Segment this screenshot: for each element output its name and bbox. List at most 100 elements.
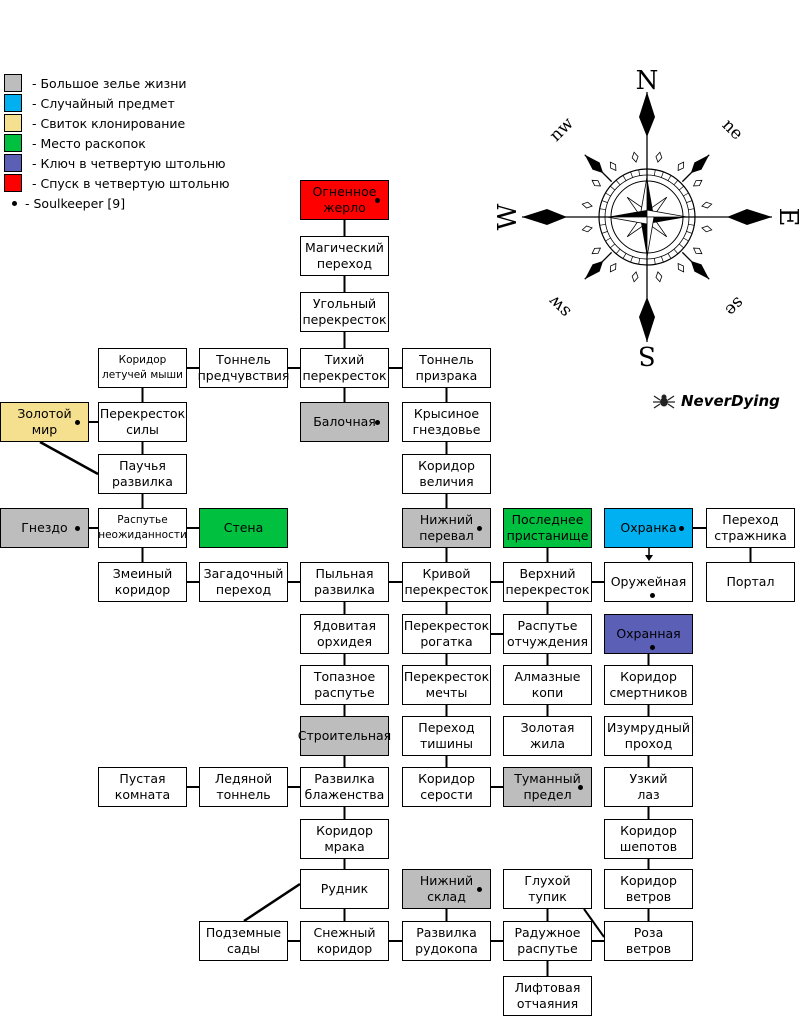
room-topaznoe: Топазное распутье: [300, 665, 389, 705]
soulkeeper-marker-icon: [375, 420, 380, 425]
room-zolotaya: Золотая жила: [503, 716, 592, 756]
room-liftovaya: Лифтовая отчаяния: [503, 976, 592, 1016]
room-label: Пыльная развилка: [314, 566, 375, 597]
room-blazhenstva: Развилка блаженства: [300, 767, 389, 807]
room-koridor-mysh: Коридор летучей мыши: [98, 348, 187, 388]
compass-se: se: [721, 293, 748, 320]
room-label: Загадочный переход: [203, 566, 284, 597]
soulkeeper-marker-icon: [375, 198, 380, 203]
room-label: Тихий перекресток: [302, 352, 387, 383]
room-label: Стена: [223, 520, 264, 535]
room-label: Ядовитая орхидея: [313, 618, 376, 649]
soulkeeper-marker-icon: [477, 526, 482, 531]
room-oruzheynaya: Оружейная: [604, 562, 693, 602]
room-label: Переход стражника: [714, 512, 787, 543]
room-label: Нижний склад: [419, 873, 474, 904]
room-tonnel-priz: Тоннель призрака: [402, 348, 491, 388]
legend-item: - Ключ в четвертую штольню: [4, 153, 226, 173]
room-label: Ледяной тоннель: [214, 771, 273, 802]
room-label: Коридор величия: [418, 458, 475, 489]
soulkeeper-marker-icon: [75, 420, 80, 425]
soulkeeper-marker-icon: [650, 645, 655, 650]
room-otchuzhd: Распутье отчуждения: [503, 614, 592, 654]
legend-item: - Место раскопок: [4, 133, 146, 153]
room-label: Роза ветров: [625, 925, 672, 956]
legend-swatch: [4, 114, 22, 132]
legend-swatch: [4, 94, 22, 112]
compass-e: E: [773, 208, 802, 227]
room-tumanny: Туманный предел: [503, 767, 592, 807]
room-label: Подземные сады: [205, 925, 282, 956]
compass-w: W: [493, 203, 523, 230]
room-label: Развилка блаженства: [304, 771, 385, 802]
room-rudokopa: Развилка рудокопа: [402, 921, 491, 961]
room-label: Золотая жила: [520, 720, 575, 751]
soulkeeper-marker-icon: [679, 526, 684, 531]
room-pylnaya: Пыльная развилка: [300, 562, 389, 602]
room-snezhny: Снежный коридор: [300, 921, 389, 961]
legend-label: - Случайный предмет: [32, 95, 175, 111]
room-ognennoe: Огненное жерло: [300, 180, 389, 220]
room-label: Коридор смертников: [609, 669, 688, 700]
legend-item-marker: - Soulkeeper [9]: [2, 193, 125, 213]
room-label: Коридор ветров: [620, 873, 677, 904]
legend-label: - Большое зелье жизни: [32, 75, 187, 91]
brand-name: NeverDying: [681, 392, 780, 410]
legend-label: - Свиток клонирование: [32, 115, 186, 131]
room-label: Охранная: [616, 626, 681, 641]
room-poslednee: Последнее пристанище: [503, 508, 592, 548]
compass-s: S: [638, 340, 656, 370]
legend-item: - Случайный предмет: [4, 93, 175, 113]
room-label: Нижний перевал: [419, 512, 474, 543]
room-label: Гнездо: [21, 520, 68, 535]
room-label: Перекресток рогатка: [403, 618, 490, 649]
room-balochnaya: Балочная: [300, 402, 389, 442]
room-label: Огненное жерло: [312, 184, 377, 215]
room-krysinoe: Крысиное гнездовье: [402, 402, 491, 442]
room-gluhoy: Глухой тупик: [503, 869, 592, 909]
room-ugolny: Угольный перекресток: [300, 292, 389, 332]
room-ledyanoy: Ледяной тоннель: [199, 767, 288, 807]
room-label: Распутье неожиданности: [98, 514, 187, 541]
room-koridor-vel: Коридор величия: [402, 454, 491, 494]
room-label: Балочная: [313, 414, 376, 429]
room-roza: Роза ветров: [604, 921, 693, 961]
soulkeeper-marker-icon: [650, 593, 655, 598]
room-nizhniy-sklad: Нижний склад: [402, 869, 491, 909]
room-label: Изумрудный проход: [607, 720, 690, 751]
room-perehod-str: Переход стражника: [706, 508, 795, 548]
legend-item: - Спуск в четвертую штольню: [4, 173, 229, 193]
room-label: Туманный предел: [514, 771, 581, 802]
compass-ne: ne: [718, 115, 747, 144]
room-label: Лифтовая отчаяния: [514, 980, 581, 1011]
compass-rose-icon: N S E W ne nw se sw: [493, 66, 802, 370]
marker-dot-icon: [12, 200, 17, 206]
room-zolotoy: Золотой мир: [0, 402, 89, 442]
room-tihiy: Тихий перекресток: [300, 348, 389, 388]
room-label: Охранка: [620, 520, 677, 535]
legend-swatch: [4, 154, 22, 172]
room-smertnikov: Коридор смертников: [604, 665, 693, 705]
room-izumrudny: Изумрудный проход: [604, 716, 693, 756]
room-shepotov: Коридор шепотов: [604, 819, 693, 859]
room-label: Тоннель призрака: [415, 352, 478, 383]
legend-label: - Место раскопок: [32, 135, 146, 151]
legend-label: - Ключ в четвертую штольню: [32, 155, 226, 171]
room-nizhniy-per: Нижний перевал: [402, 508, 491, 548]
room-tonnel-pred: Тоннель предчувствия: [197, 348, 290, 388]
room-label: Перекресток мечты: [403, 669, 490, 700]
room-label: Тоннель предчувствия: [197, 352, 290, 383]
legend-swatch: [4, 134, 22, 152]
room-gnezdo: Гнездо: [0, 508, 89, 548]
legend-item: - Большое зелье жизни: [4, 73, 187, 93]
legend-item: - Свиток клонирование: [4, 113, 185, 133]
compass-sw: sw: [544, 291, 575, 322]
room-label: Перекресток силы: [99, 406, 186, 437]
room-tishiny: Переход тишины: [402, 716, 491, 756]
room-perekr-sily: Перекресток силы: [98, 402, 187, 442]
room-label: Пустая комната: [114, 771, 171, 802]
room-uzkiy: Узкий лаз: [604, 767, 693, 807]
legend-swatch: [4, 74, 22, 92]
legend-marker-label: - Soulkeeper [9]: [25, 195, 126, 211]
